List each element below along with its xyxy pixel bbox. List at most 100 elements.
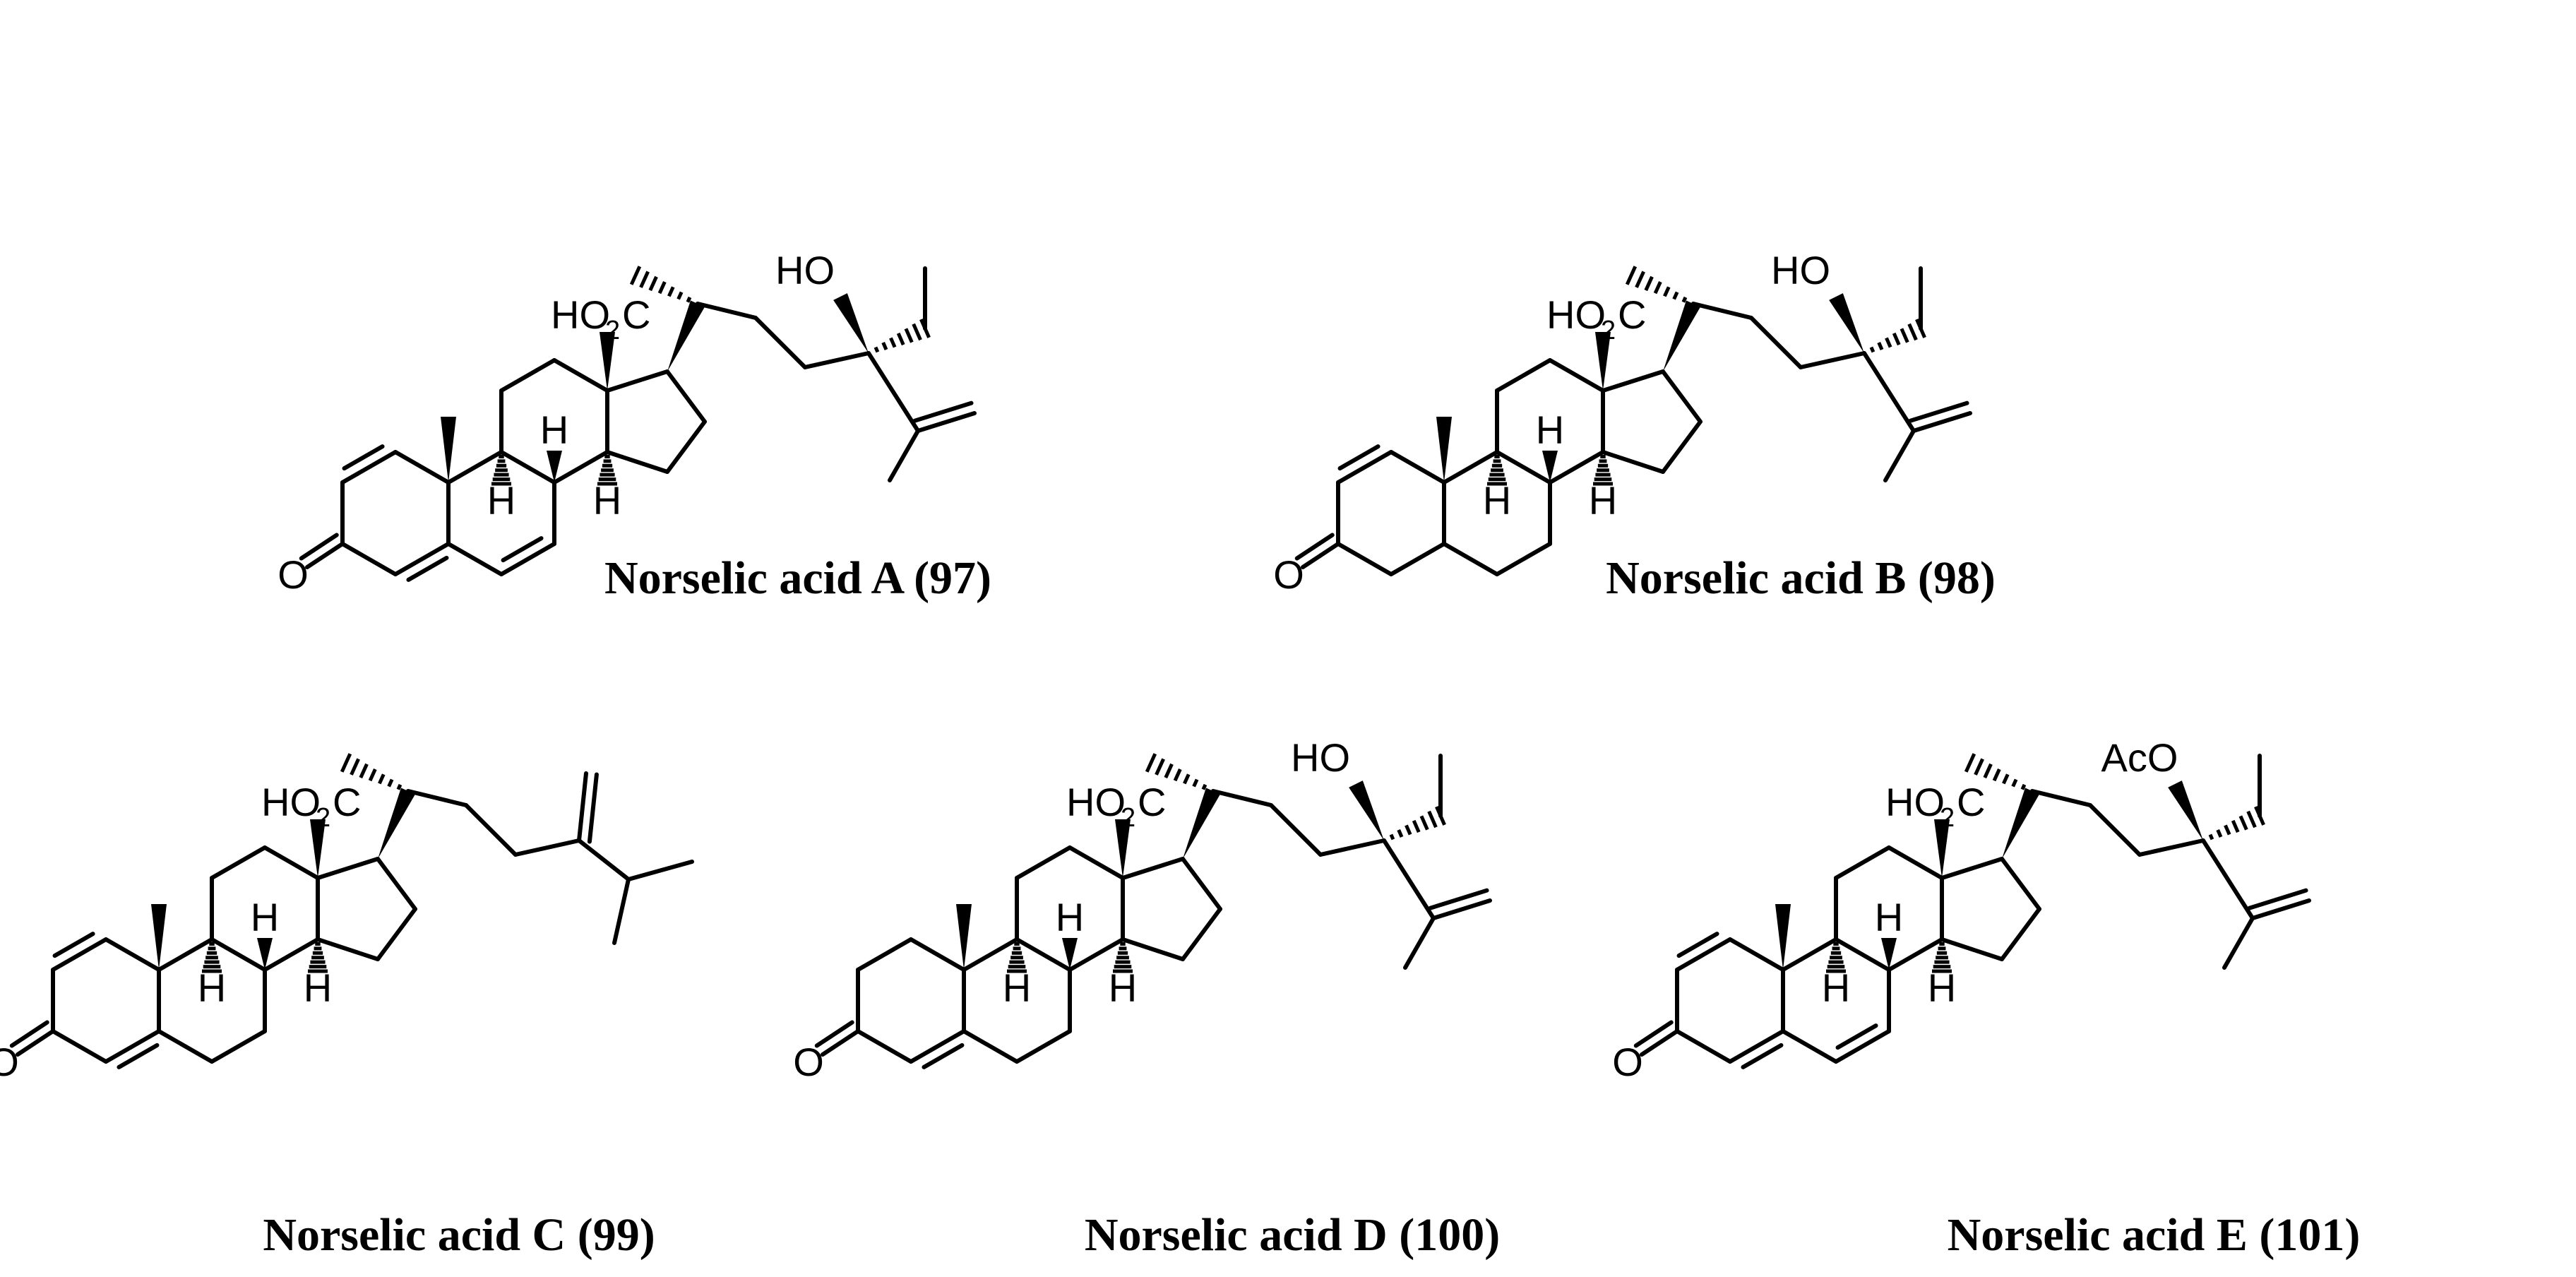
bond [501,536,544,563]
hashed-bond [1113,942,1133,973]
carboxyl-ho-label: HO [1066,780,1126,824]
h-14-label: H [1109,966,1137,1010]
bond [1548,450,1605,485]
bond [696,302,758,320]
bond [1661,420,1703,474]
h-8-label: H [1536,408,1564,452]
bond [962,937,1019,972]
bond [821,1029,860,1057]
bond [1431,898,1492,920]
wedge-bond [667,300,705,372]
carboxyl-c-label: C [1138,780,1166,824]
h-14-label: H [1589,478,1617,523]
bond [1211,789,1273,807]
hashed-bond [1145,753,1208,790]
wedge-bond [151,904,167,970]
bond [1337,444,1381,471]
bond [1548,358,1605,393]
bond [577,838,631,881]
hashed-bond [1593,454,1613,486]
bond [1834,1029,1891,1064]
bond [1728,937,1785,972]
tail-oxygen-label: HO [775,248,835,292]
wedge-bond [833,293,869,353]
bond [446,542,503,576]
h-14-label: H [593,478,621,523]
structure-caption: Norselic acid C (99) [263,1209,655,1261]
carboxyl-subscript: 2 [605,316,620,345]
bond [1887,845,1944,880]
bond [912,400,974,423]
bond [1940,857,2004,880]
bond [393,450,451,485]
bond [1495,542,1552,576]
h-9-label: H [487,478,515,523]
bond [1940,937,2004,961]
bond [393,542,451,576]
bond [856,1029,913,1064]
hashed-bond [629,266,692,303]
h-8-label: H [540,408,568,452]
h-8-label: H [1056,895,1084,939]
bond [299,533,339,561]
hashed-bond [1625,266,1688,303]
bond [1675,937,1732,972]
wedge-bond [1663,300,1701,372]
hashed-bond [873,319,931,353]
carboxyl-c-label: C [333,780,361,824]
tail-oxygen-label: HO [1291,735,1350,780]
hashed-bond [1869,319,1926,353]
bond [340,450,398,485]
bond [1318,838,1386,857]
h-9-label: H [1483,478,1511,523]
bond [2250,898,2311,920]
wedge-bond [600,332,615,391]
wedge-bond [1542,451,1558,482]
hashed-bond [1932,942,1952,973]
wedge-bond [1881,938,1897,970]
carbonyl-oxygen-label: O [278,552,309,597]
bond [612,877,631,945]
bond [1336,450,1393,485]
bond [552,358,609,393]
bond [51,1029,108,1064]
bond [1749,316,1803,369]
hashed-bond [1007,942,1027,973]
wedge-bond [956,904,972,970]
structure-caption: Norselic acid E (101) [1948,1209,2361,1261]
carbonyl-oxygen-label: O [0,1040,19,1084]
bond [1835,1023,1878,1050]
carboxyl-subscript: 2 [316,803,330,833]
bond [104,937,161,972]
hashed-bond [1487,454,1507,486]
bond [856,937,913,972]
bond [2137,838,2205,857]
bond [909,1029,966,1064]
tail-oxygen-label: HO [1771,248,1830,292]
bond [446,450,503,485]
bond [1121,937,1185,961]
bond [587,772,599,844]
wedge-bond [310,819,326,878]
bond [552,450,609,485]
bond [1781,1029,1838,1064]
bond [626,860,694,881]
bond [263,937,320,972]
bond [499,542,556,576]
bond [1389,450,1446,485]
bond [2222,916,2255,970]
bond [1389,542,1446,576]
bond [1428,888,1489,910]
wedge-bond [1436,417,1452,482]
structure-caption: Norselic acid A (97) [604,552,991,604]
bond [104,1029,161,1064]
wedge-bond [257,938,273,970]
bond [1181,907,1222,961]
bond [316,857,380,880]
bond [376,907,417,961]
bond [1912,411,1972,433]
bond [1382,838,1436,920]
bond [2201,838,2255,920]
